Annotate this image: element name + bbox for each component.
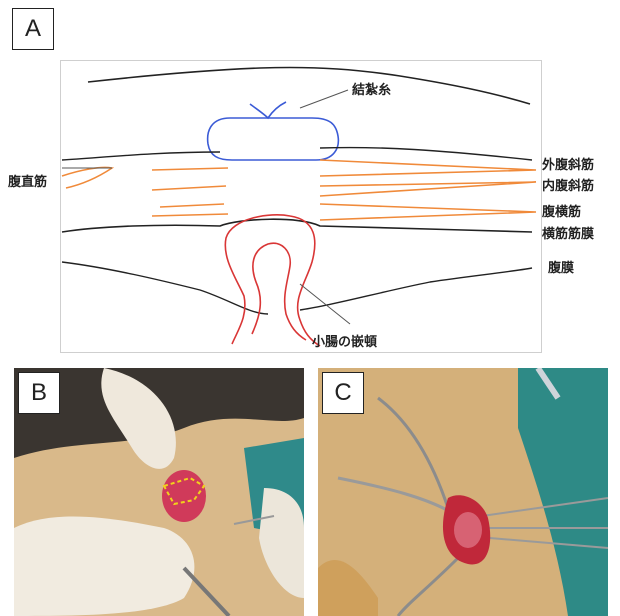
suture-knot <box>208 102 339 160</box>
label-internal-oblique: 内腹斜筋 <box>542 178 594 194</box>
transversalis-fascia-line <box>62 219 532 232</box>
muscle-lines-left <box>152 168 228 216</box>
label-rectus: 腹直筋 <box>8 174 47 190</box>
incarcerated-bowel <box>225 215 320 346</box>
rectus-muscle <box>62 167 112 188</box>
panel-c-label: C <box>322 372 364 414</box>
label-suture: 結紮糸 <box>352 82 391 98</box>
label-external-oblique: 外腹斜筋 <box>541 157 594 173</box>
label-peritoneum: 腹膜 <box>548 260 574 276</box>
panel-b-label: B <box>18 372 60 414</box>
label-incarcerated-bowel: 小腸の嵌頓 <box>312 334 377 350</box>
label-transversalis-fascia: 横筋筋膜 <box>542 226 594 242</box>
skin-line <box>88 67 530 104</box>
muscle-lines-right <box>320 160 536 220</box>
label-transversus: 腹横筋 <box>542 204 581 220</box>
abdominal-wall-diagram: 結紮糸 腹直筋 外腹斜筋 内腹斜筋 腹横筋 横筋筋膜 腹膜 小腸の嵌頓 <box>0 0 620 360</box>
fascia-upper-line <box>62 148 532 161</box>
leader-lines <box>62 90 350 324</box>
